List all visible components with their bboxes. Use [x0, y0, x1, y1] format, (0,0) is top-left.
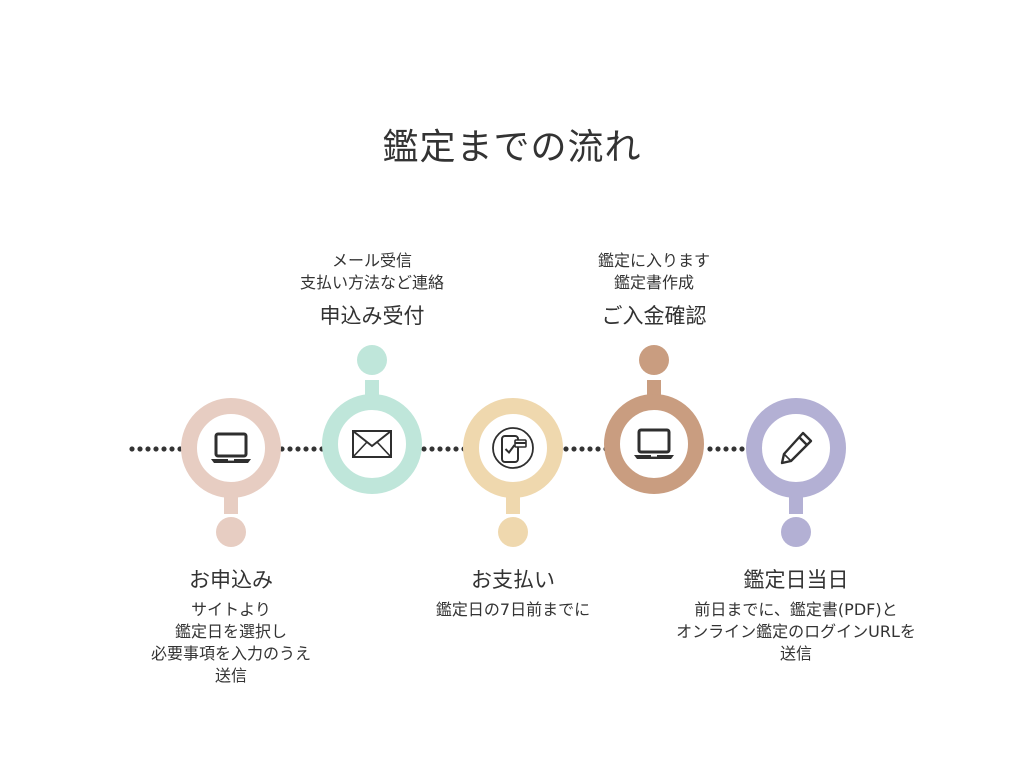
laptop-icon: [211, 432, 251, 463]
step-5-ring: [746, 398, 846, 498]
step-4-title: ご入金確認: [601, 304, 707, 328]
step-2-knob: [357, 345, 387, 375]
step-3-desc: 鑑定日の7日前までに: [435, 600, 591, 619]
page-title: 鑑定までの流れ: [382, 127, 642, 168]
envelope-icon: [352, 430, 392, 458]
pencil-icon: [780, 431, 813, 465]
step-5-title: 鑑定日当日: [743, 568, 849, 592]
step-3-title: お支払い: [471, 568, 555, 592]
payment-icon: [492, 427, 534, 469]
step-3-knob: [498, 517, 528, 547]
connector-dots: [420, 446, 468, 452]
connector-dots: [278, 446, 326, 452]
laptop-icon: [634, 428, 674, 459]
step-5-knob: [781, 517, 811, 547]
connector-dots: [128, 446, 184, 452]
connector-dots: [706, 446, 750, 452]
step-2-desc: メール受信 支払い方法など連絡: [299, 251, 444, 292]
step-2-ring: [322, 394, 422, 494]
step-4-ring: [604, 394, 704, 494]
step-1-desc: サイトより 鑑定日を選択し 必要事項を入力のうえ 送信: [150, 600, 311, 685]
step-3-ring: [463, 398, 563, 498]
step-1-knob: [216, 517, 246, 547]
step-2-title: 申込み受付: [319, 304, 425, 328]
step-4-desc: 鑑定に入ります 鑑定書作成: [597, 251, 710, 292]
step-1-title: お申込み: [189, 568, 273, 592]
connector-dots: [562, 446, 610, 452]
step-5-desc: 前日までに、鑑定書(PDF)と オンライン鑑定のログインURLを 送信: [676, 600, 916, 663]
step-4-knob: [639, 345, 669, 375]
step-1-ring: [181, 398, 281, 498]
